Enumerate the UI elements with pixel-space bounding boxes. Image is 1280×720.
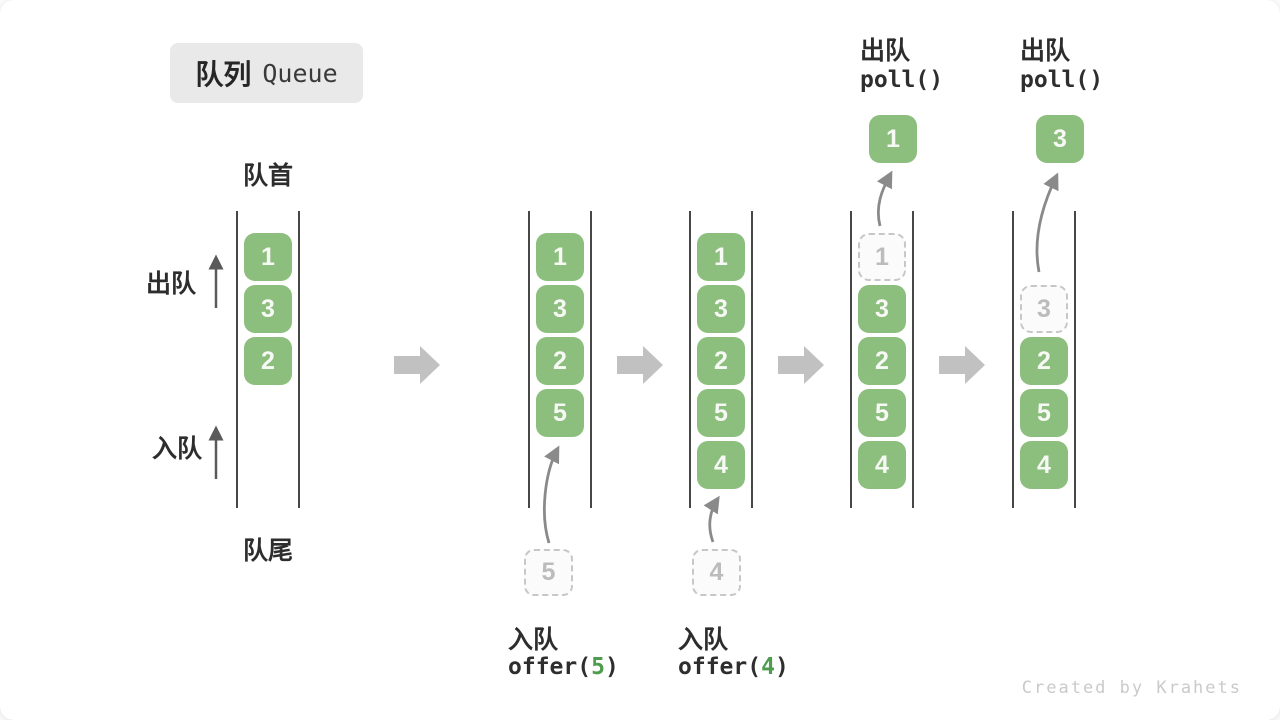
code-offer-4: offer(4) (678, 654, 789, 680)
queue-element-removed: 3 (1020, 285, 1068, 333)
title-en: Queue (262, 58, 338, 88)
label-dequeue-op-2: 出队 (1020, 37, 1071, 65)
title-zh: 队列 (195, 59, 252, 90)
label-enqueue-op-5: 入队 (508, 626, 559, 654)
enqueue-5-arrow-icon (543, 445, 560, 544)
queue-wall (298, 211, 300, 508)
label-enqueue-left: 入队 (152, 435, 203, 463)
queue-element: 2 (244, 337, 292, 385)
code-text: ) (604, 654, 619, 680)
queue-wall (1012, 211, 1014, 508)
queue-wall (1074, 211, 1076, 508)
code-poll-2: poll() (1020, 67, 1104, 93)
queue-wall (912, 211, 914, 508)
queue-wall (850, 211, 852, 508)
queue-element: 2 (536, 337, 584, 385)
pending-element: 5 (524, 549, 573, 596)
label-dequeue-left: 出队 (146, 270, 197, 298)
queue-wall (236, 211, 238, 508)
diagram-title: 队列 Queue (170, 43, 363, 103)
queue-element: 3 (244, 285, 292, 333)
code-arg: 4 (761, 654, 775, 680)
code-text: ) (774, 654, 789, 680)
label-enqueue-op-4: 入队 (678, 626, 729, 654)
queue-element: 4 (1020, 441, 1068, 489)
code-arg: 5 (591, 654, 605, 680)
poll-1-arrow-icon (876, 170, 893, 227)
queue-wall (590, 211, 592, 508)
enqueue-4-arrow-icon (703, 495, 720, 543)
queue-element: 3 (858, 285, 906, 333)
label-queue-front: 队首 (243, 162, 294, 190)
queue-wall (528, 211, 530, 508)
queue-element: 1 (244, 233, 292, 281)
queue-element: 1 (697, 233, 745, 281)
queue-element: 5 (536, 389, 584, 437)
label-dequeue-op-1: 出队 (860, 37, 911, 65)
code-offer-5: offer(5) (508, 654, 619, 680)
queue-element: 2 (1020, 337, 1068, 385)
queue-wall (751, 211, 753, 508)
pending-element: 4 (692, 549, 741, 596)
flow-arrow-icon (778, 346, 824, 384)
flow-arrow-icon (617, 346, 663, 384)
flow-arrow-icon (939, 346, 985, 384)
queue-element: 3 (697, 285, 745, 333)
queue-element: 2 (858, 337, 906, 385)
watermark: Created by Krahets (1021, 678, 1242, 698)
queue-element: 2 (697, 337, 745, 385)
queue-element: 4 (858, 441, 906, 489)
queue-element: 1 (536, 233, 584, 281)
queue-element: 4 (697, 441, 745, 489)
queue-element: 5 (858, 389, 906, 437)
code-poll-1: poll() (860, 67, 944, 93)
code-text: offer( (508, 654, 592, 680)
queue-element: 3 (536, 285, 584, 333)
queue-element: 5 (697, 389, 745, 437)
queue-wall (689, 211, 691, 508)
poll-3-arrow-icon (1035, 172, 1059, 273)
polled-element: 1 (869, 115, 917, 163)
queue-element-removed: 1 (858, 233, 906, 281)
label-queue-rear: 队尾 (243, 537, 294, 565)
polled-element: 3 (1036, 115, 1084, 163)
queue-element: 5 (1020, 389, 1068, 437)
code-text: offer( (678, 654, 762, 680)
flow-arrow-icon (394, 346, 440, 384)
